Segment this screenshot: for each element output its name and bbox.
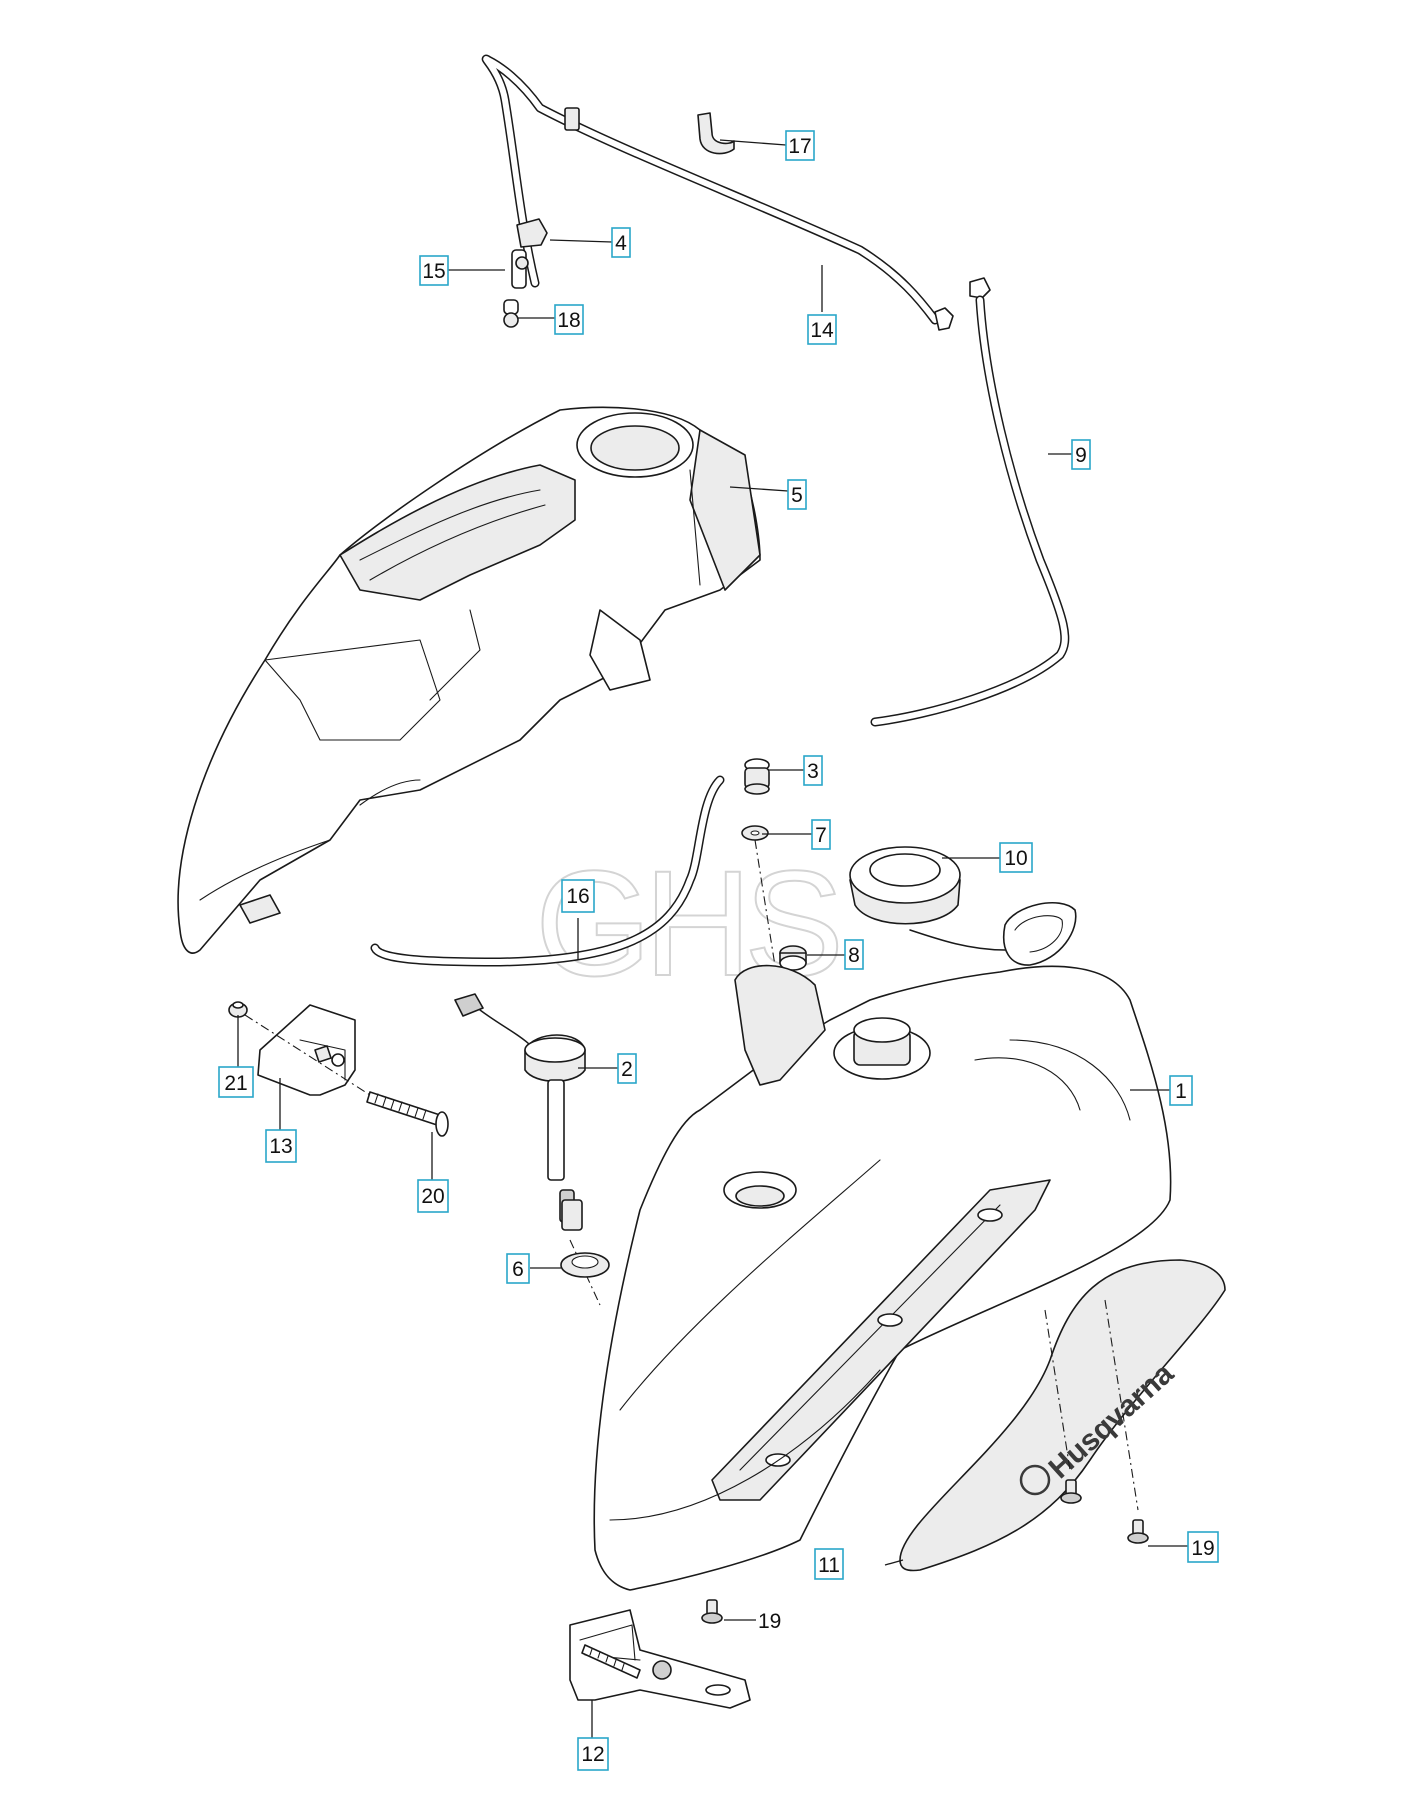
callout-15: 15: [419, 255, 449, 286]
callout-18: 18: [554, 304, 584, 335]
callout-21: 21: [218, 1066, 254, 1098]
callout-20: 20: [417, 1179, 449, 1213]
callout-13: 13: [265, 1129, 297, 1163]
leader-lines: [237, 139, 1188, 1738]
svg-text:19: 19: [1191, 1537, 1214, 1560]
callout-19-plain: 19: [758, 1610, 781, 1633]
svg-text:14: 14: [810, 319, 834, 342]
part-17-clip: [697, 112, 735, 155]
part-6-seal: [560, 1252, 610, 1278]
svg-text:8: 8: [848, 944, 860, 967]
svg-text:15: 15: [422, 260, 445, 283]
part-4-15-18-valve: [503, 218, 548, 328]
callout-2: 2: [617, 1053, 637, 1084]
svg-text:19: 19: [758, 1610, 781, 1633]
part-12-lower-bracket: [569, 1609, 751, 1709]
callout-6: 6: [506, 1253, 530, 1284]
part-5-upper-cover: [177, 406, 761, 954]
part-1-fuel-tank: [593, 964, 1172, 1591]
svg-text:2: 2: [621, 1058, 633, 1081]
callout-9: 9: [1071, 439, 1091, 470]
callout-19-boxed: 19: [1187, 1531, 1219, 1563]
part-10-fuel-cap: [849, 846, 1077, 966]
svg-text:13: 13: [269, 1135, 292, 1158]
svg-text:4: 4: [615, 232, 627, 255]
svg-text:10: 10: [1004, 847, 1027, 870]
svg-text:5: 5: [791, 484, 803, 507]
callout-1: 1: [1169, 1075, 1193, 1106]
callout-11: 11: [814, 1548, 844, 1580]
callout-12: 12: [577, 1737, 609, 1771]
svg-text:21: 21: [224, 1072, 247, 1095]
svg-text:7: 7: [815, 824, 827, 847]
callout-4: 4: [611, 227, 631, 258]
callout-5: 5: [787, 479, 807, 510]
part-8-grommet: [779, 945, 807, 971]
callout-3: 3: [803, 755, 823, 786]
part-16-fuel-line: [370, 775, 725, 967]
part-19-screws: [701, 1299, 1149, 1624]
part-3-valve: [744, 758, 770, 795]
svg-text:20: 20: [421, 1185, 444, 1208]
svg-text:6: 6: [512, 1258, 524, 1281]
svg-text:17: 17: [788, 135, 811, 158]
part-9-vent-tube: [870, 295, 1070, 727]
callout-8: 8: [844, 939, 864, 970]
part-13-20-21-bracket: [228, 1001, 449, 1137]
svg-text:11: 11: [818, 1554, 840, 1577]
svg-text:16: 16: [566, 885, 589, 908]
svg-text:18: 18: [557, 309, 580, 332]
svg-text:12: 12: [581, 1743, 604, 1766]
callout-14: 14: [807, 314, 837, 345]
svg-text:3: 3: [807, 760, 819, 783]
svg-text:9: 9: [1075, 444, 1087, 467]
svg-text:1: 1: [1175, 1080, 1187, 1103]
callout-7: 7: [811, 819, 831, 850]
part-14-hose: [481, 54, 991, 331]
callout-10: 10: [999, 842, 1033, 873]
part-2-fuel-sender: [454, 993, 601, 1306]
callout-17: 17: [785, 130, 815, 161]
callout-16: 16: [561, 879, 595, 913]
